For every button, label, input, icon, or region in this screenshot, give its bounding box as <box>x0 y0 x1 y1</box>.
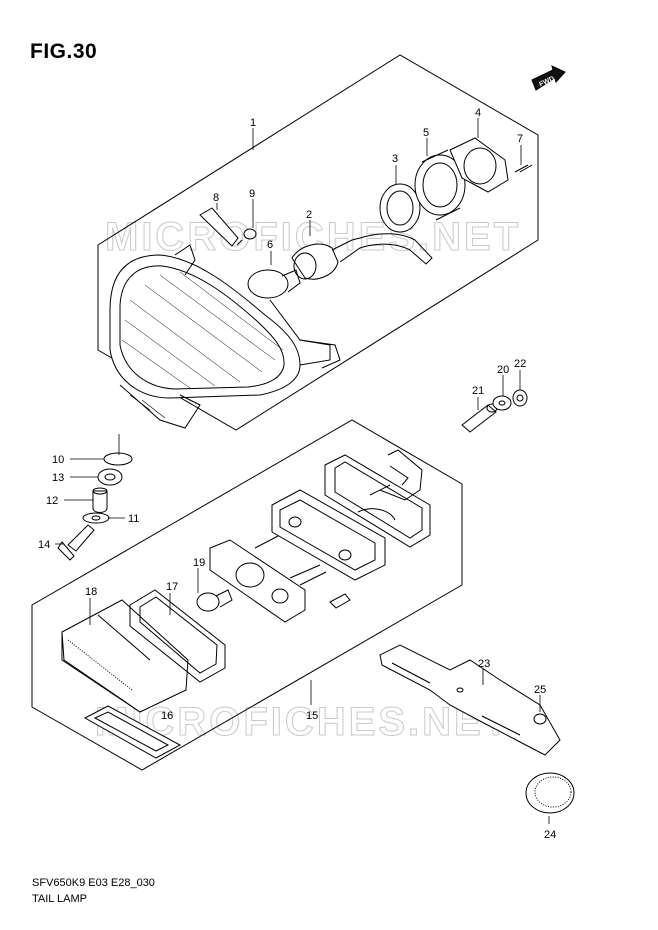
collar-12 <box>92 487 108 513</box>
callout-24: 24 <box>544 829 556 841</box>
screw-9 <box>236 228 257 246</box>
callout-labels: 1 2 3 4 5 6 7 8 9 10 11 12 13 14 15 16 1… <box>38 107 556 841</box>
collar-21 <box>461 403 498 433</box>
callout-8: 8 <box>213 192 219 204</box>
forward-arrow-icon: FWD <box>531 65 566 91</box>
callout-16: 16 <box>161 710 173 722</box>
reflector-24 <box>525 772 575 814</box>
callout-23: 23 <box>478 658 490 670</box>
callout-10: 10 <box>52 454 64 466</box>
callout-18: 18 <box>85 586 97 598</box>
screw-lower <box>329 593 351 609</box>
figure-title: FIG.30 <box>30 40 98 63</box>
callout-14: 14 <box>38 539 50 551</box>
gasket-17 <box>129 589 226 683</box>
tail-lamp-housing <box>109 244 341 429</box>
callout-2: 2 <box>306 209 312 221</box>
callout-21: 21 <box>472 385 484 397</box>
socket-plate <box>209 534 327 623</box>
callout-19: 19 <box>193 557 205 569</box>
callout-3: 3 <box>392 153 398 165</box>
callout-25: 25 <box>534 684 546 696</box>
bracket-23 <box>379 644 561 756</box>
callout-9: 9 <box>249 188 255 200</box>
grommet-10 <box>103 452 133 466</box>
lens-cover-18 <box>61 599 189 713</box>
lower-assembly-frame <box>31 419 463 771</box>
callout-22: 22 <box>514 358 526 370</box>
callout-7: 7 <box>517 133 523 145</box>
bulb-19 <box>196 589 233 612</box>
figure-code: SFV650K9 E03 E28_030 <box>32 877 155 889</box>
ring-5 <box>414 149 466 221</box>
callout-6: 6 <box>267 239 273 251</box>
nut-25 <box>533 713 547 725</box>
upper-assembly-frame <box>97 54 539 431</box>
screw-7 <box>514 164 533 173</box>
callout-11: 11 <box>128 513 139 525</box>
callout-17: 17 <box>166 581 178 593</box>
wiring-harness <box>379 449 423 501</box>
washer-11 <box>82 512 110 524</box>
callout-4: 4 <box>475 107 481 119</box>
figure-caption: TAIL LAMP <box>32 893 88 905</box>
cushion-13 <box>97 468 123 486</box>
bulb-6 <box>247 269 301 299</box>
callout-13: 13 <box>52 472 64 484</box>
washer-20 <box>492 395 512 411</box>
lens-16 <box>83 705 182 759</box>
bracket-8 <box>199 207 239 247</box>
lamp-body <box>271 489 386 581</box>
callout-15: 15 <box>306 710 318 722</box>
nut-22 <box>512 389 528 407</box>
socket-2 <box>291 233 433 280</box>
bolt-14 <box>57 524 95 561</box>
gasket-4 <box>449 137 509 193</box>
ring-3 <box>379 183 421 233</box>
leader-lines <box>55 118 550 824</box>
callout-5: 5 <box>423 127 429 139</box>
callout-12: 12 <box>46 495 58 507</box>
callout-1: 1 <box>250 117 256 129</box>
callout-20: 20 <box>497 364 509 376</box>
